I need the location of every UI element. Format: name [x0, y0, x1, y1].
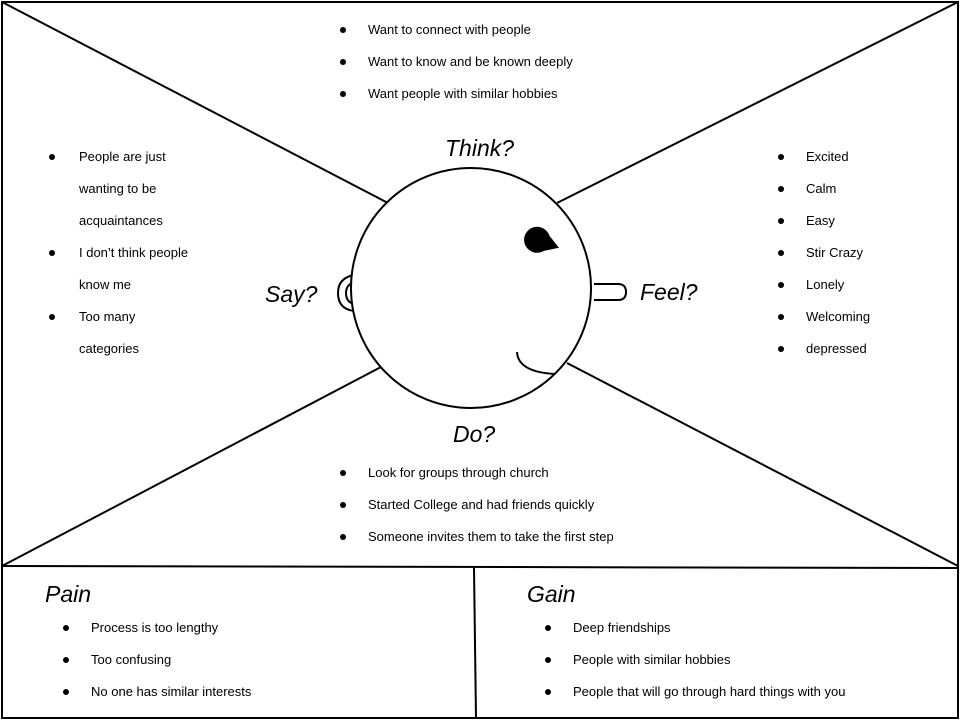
feel-list: Excited Calm Easy Stir Crazy Lonely Welc… [776, 141, 870, 365]
list-item: People with similar hobbies [543, 644, 845, 676]
list-item-continuation: acquaintances [79, 213, 163, 228]
diagonal-bottom-left [1, 366, 382, 567]
list-item-continuation: wanting to be [79, 181, 157, 196]
list-item: Easy [776, 205, 870, 237]
list-item: I don’t think people [47, 237, 188, 269]
list-item: depressed [776, 333, 870, 365]
do-label: Do? [453, 421, 496, 447]
list-item: People are just [47, 141, 188, 173]
list-item: Welcoming [776, 301, 870, 333]
list-item: Too many [47, 301, 188, 333]
list-item: Stir Crazy [776, 237, 870, 269]
mouth [516, 351, 556, 375]
list-item: Someone invites them to take the first s… [338, 521, 614, 553]
pain-title: Pain [45, 581, 92, 607]
list-item: Deep friendships [543, 612, 845, 644]
list-item: No one has similar interests [61, 676, 251, 708]
say-list: People are just wanting to be acquaintan… [47, 141, 188, 365]
head-illustration [336, 167, 628, 409]
list-item: Process is too lengthy [61, 612, 251, 644]
feel-label: Feel? [640, 279, 698, 305]
list-item: Too confusing [61, 644, 251, 676]
diagonal-top-right [556, 1, 959, 204]
say-label: Say? [265, 281, 318, 307]
list-item: Want people with similar hobbies [338, 78, 573, 110]
gain-title: Gain [527, 581, 576, 607]
list-item-continuation: know me [79, 277, 132, 292]
list-item: Lonely [776, 269, 870, 301]
left-ear-inner [344, 281, 355, 305]
eye-icon [524, 226, 559, 253]
list-item: Calm [776, 173, 870, 205]
nose [594, 283, 628, 301]
gain-list: Deep friendships People with similar hob… [543, 612, 845, 708]
list-item: People that will go through hard things … [543, 676, 845, 708]
list-item: Want to know and be known deeply [338, 46, 573, 78]
list-item: Look for groups through church [338, 457, 614, 489]
diagonal-bottom-right [566, 362, 959, 567]
think-list: Want to connect with people Want to know… [338, 14, 573, 110]
vertical-divider [473, 567, 477, 719]
horizontal-divider [1, 565, 959, 569]
list-item: Started College and had friends quickly [338, 489, 614, 521]
do-list: Look for groups through church Started C… [338, 457, 614, 553]
diagonal-top-left [1, 1, 389, 204]
think-label: Think? [445, 135, 515, 161]
left-ear-outer [336, 274, 355, 312]
head-circle [350, 167, 592, 409]
pain-list: Process is too lengthy Too confusing No … [61, 612, 251, 708]
list-item: Excited [776, 141, 870, 173]
list-item-continuation: categories [79, 341, 139, 356]
list-item: Want to connect with people [338, 14, 573, 46]
